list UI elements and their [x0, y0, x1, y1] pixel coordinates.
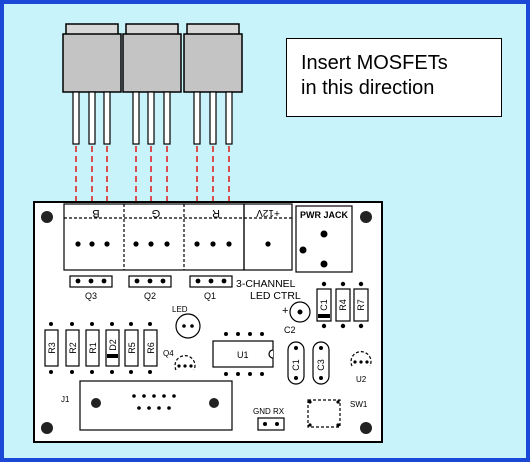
- label-c1: C1: [291, 359, 301, 371]
- pcb-board: B G R +12V PWR JACK Q3 Q2 Q1 3-CHANNEL: [33, 201, 383, 443]
- terminal-block: [63, 203, 293, 271]
- label-r6: R6: [146, 342, 156, 354]
- label-q3: Q3: [85, 291, 97, 301]
- label-d2: D2: [108, 339, 118, 351]
- regulator-u2: [350, 351, 372, 367]
- mount-hole-icon: [360, 211, 372, 223]
- label-c2: C2: [284, 325, 296, 335]
- mount-hole-icon: [41, 422, 53, 434]
- d2-band: [107, 354, 118, 358]
- label-c3: C3: [316, 359, 326, 371]
- label-q2: Q2: [144, 291, 156, 301]
- label-gnd-rx: GND RX: [253, 407, 285, 416]
- mount-hole-icon: [360, 422, 372, 434]
- transistor-q4: [174, 355, 196, 371]
- label-q1: Q1: [204, 291, 216, 301]
- label-r2: R2: [68, 342, 78, 354]
- header-label-r: R: [212, 207, 220, 219]
- board-title-line2: LED CTRL: [250, 290, 301, 302]
- connector-j1: [79, 380, 233, 431]
- label-c1-top: C1: [319, 299, 329, 311]
- label-u2: U2: [356, 375, 367, 384]
- label-r4: R4: [338, 299, 348, 311]
- label-r1: R1: [88, 342, 98, 354]
- board-title-line1: 3-CHANNEL: [236, 278, 296, 290]
- terminal-pins: [75, 241, 271, 247]
- header-gnd-rx: [257, 417, 285, 431]
- switch-sw1: [307, 399, 341, 428]
- label-r5: R5: [127, 342, 137, 354]
- label-r7: R7: [356, 299, 366, 311]
- header-label-g: G: [152, 207, 161, 219]
- label-led: LED: [172, 305, 188, 314]
- mosfet-footprints: [69, 275, 233, 288]
- header-label-b: B: [92, 207, 99, 219]
- label-plus: +: [282, 305, 288, 317]
- resistors-right: [316, 288, 369, 322]
- label-r3: R3: [47, 342, 57, 354]
- callout-line-1: Insert MOSFETs: [301, 52, 448, 74]
- label-j1: J1: [61, 395, 70, 404]
- power-jack: PWR JACK: [295, 205, 353, 273]
- capacitor-c3: [312, 341, 330, 385]
- label-u1: U1: [237, 350, 249, 360]
- mosfet-q3: [62, 23, 122, 145]
- led-footprint: [175, 313, 201, 339]
- mosfet-q1: [183, 23, 243, 145]
- ic-u1: [212, 332, 274, 376]
- c1-band: [318, 314, 330, 318]
- capacitor-c1: [287, 341, 305, 385]
- pads-top-right: [321, 281, 364, 329]
- power-jack-label: PWR JACK: [300, 210, 349, 220]
- label-q4: Q4: [163, 349, 174, 358]
- callout-line-2: in this direction: [301, 77, 435, 99]
- header-label-12v: +12V: [256, 207, 280, 218]
- label-sw1: SW1: [350, 400, 368, 409]
- mosfet-q2: [122, 23, 182, 145]
- mount-hole-icon: [41, 211, 53, 223]
- instruction-callout: Insert MOSFETs in this direction: [286, 38, 502, 117]
- pads-left: [49, 322, 152, 374]
